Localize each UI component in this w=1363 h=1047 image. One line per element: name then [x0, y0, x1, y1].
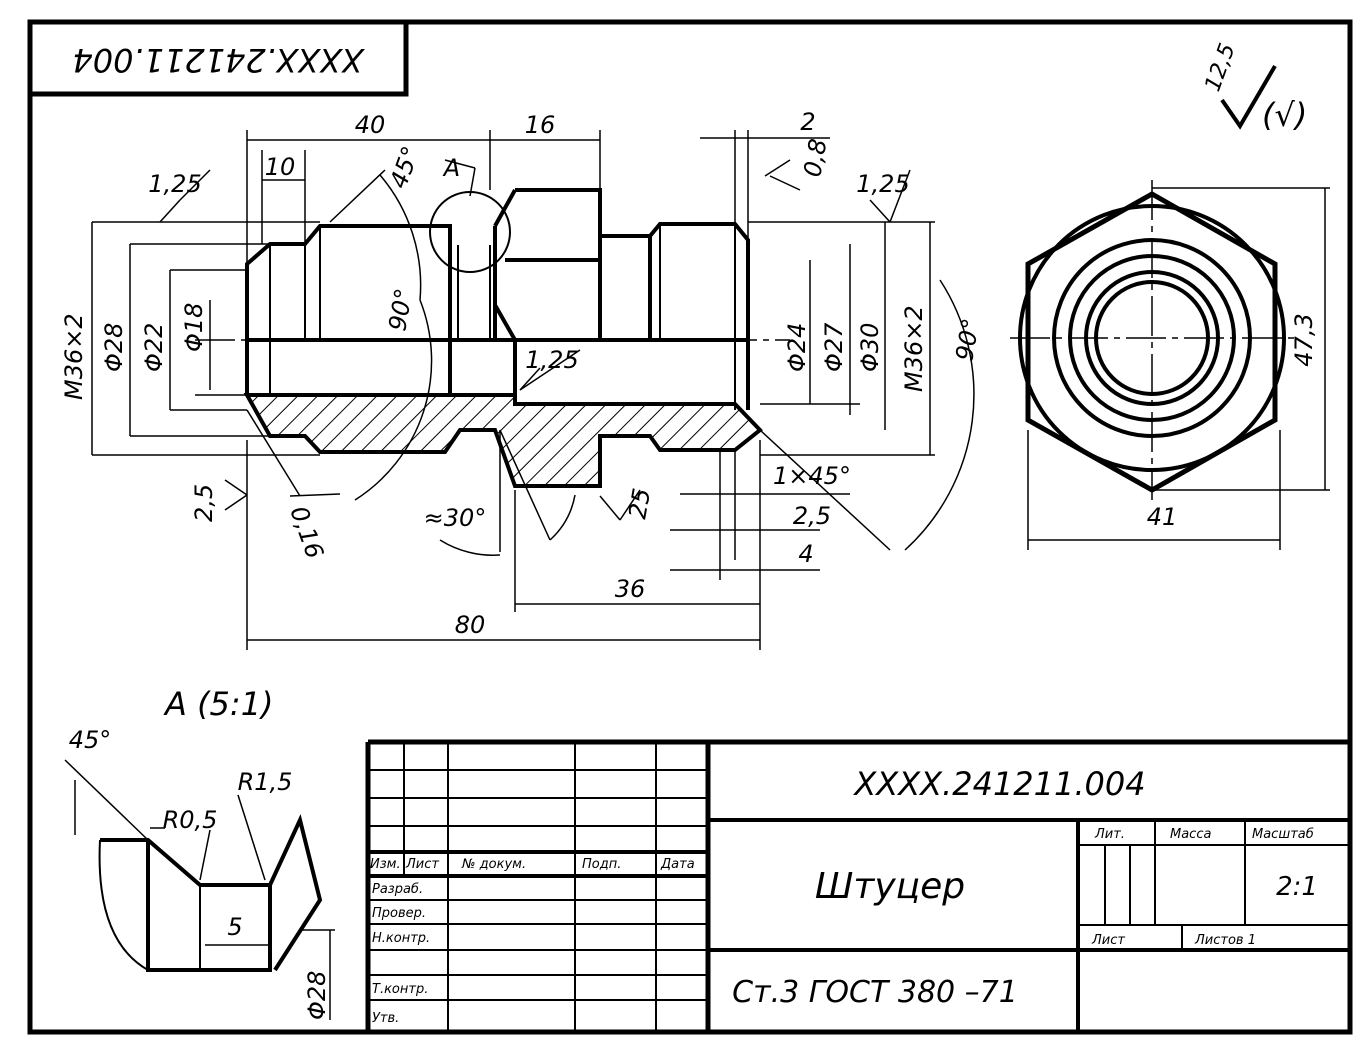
svg-text:M36×2: M36×2	[60, 313, 88, 400]
svg-text:4: 4	[798, 540, 813, 568]
svg-text:45°: 45°	[69, 726, 112, 754]
svg-text:1,25: 1,25	[856, 170, 909, 198]
svg-text:A (5:1): A (5:1)	[163, 685, 274, 723]
svg-text:Φ30: Φ30	[856, 323, 884, 372]
left-thread-outline	[245, 224, 452, 395]
svg-text:≈30°: ≈30°	[424, 504, 487, 532]
title-drawing-number: XXXX.241211.004	[852, 765, 1145, 803]
svg-text:47,3: 47,3	[1290, 313, 1318, 366]
svg-text:Разраб.: Разраб.	[372, 882, 423, 897]
svg-text:Подп.: Подп.	[582, 857, 621, 872]
svg-text:(√): (√)	[1262, 96, 1307, 134]
svg-text:Т.контр.: Т.контр.	[372, 982, 428, 997]
svg-text:Лист: Лист	[1091, 933, 1125, 948]
detail-a: A (5:1) 45° R0,5 R1,5 5 Φ28	[64, 685, 335, 1020]
top-drawing-number: XXXX.241211.004	[72, 41, 365, 79]
svg-text:Φ24: Φ24	[783, 323, 811, 372]
svg-text:Масса: Масса	[1170, 827, 1211, 842]
right-thread-outline	[648, 222, 750, 410]
svg-text:№ докум.: № докум.	[461, 857, 526, 872]
svg-text:Утв.: Утв.	[372, 1011, 399, 1026]
svg-text:A: A	[442, 154, 460, 182]
svg-text:2: 2	[800, 108, 815, 136]
svg-text:12,5: 12,5	[1200, 40, 1240, 95]
svg-text:2,5: 2,5	[793, 502, 831, 530]
svg-text:5: 5	[227, 913, 242, 941]
hex-section	[493, 188, 602, 342]
svg-text:10: 10	[265, 153, 296, 181]
svg-text:Φ28: Φ28	[303, 971, 331, 1020]
svg-text:2:1: 2:1	[1276, 872, 1318, 902]
svg-text:Φ18: Φ18	[180, 303, 208, 352]
svg-text:0,16: 0,16	[284, 502, 329, 562]
svg-text:Лист: Лист	[405, 857, 439, 872]
svg-text:Лит.: Лит.	[1094, 827, 1125, 842]
svg-text:1×45°: 1×45°	[773, 462, 851, 490]
svg-text:90°: 90°	[950, 316, 985, 363]
svg-text:Листов 1: Листов 1	[1194, 933, 1256, 948]
svg-text:90°: 90°	[383, 286, 418, 333]
top-number-box: XXXX.241211.004	[27, 19, 409, 97]
dimension-texts: 40 10 16 2 1,25 1,25 1,25 45° A 0,8 90° …	[60, 108, 985, 639]
svg-text:Φ28: Φ28	[100, 323, 128, 372]
svg-text:Φ27: Φ27	[820, 322, 848, 372]
svg-text:41: 41	[1147, 503, 1178, 531]
neck	[600, 234, 652, 340]
detail-a-marker	[429, 191, 511, 273]
svg-text:M36×2: M36×2	[900, 305, 928, 392]
title-block: XXXX.241211.004 Штуцер Ст.3 ГОСТ 380 –71…	[365, 739, 1350, 1032]
svg-text:Провер.: Провер.	[372, 906, 426, 921]
part-name: Штуцер	[815, 866, 965, 907]
svg-text:25: 25	[623, 486, 656, 521]
hatched-section	[243, 393, 763, 488]
sheet-frame	[27, 19, 1353, 1035]
svg-text:Дата: Дата	[660, 857, 695, 872]
svg-text:R1,5: R1,5	[238, 768, 293, 796]
svg-text:16: 16	[525, 111, 556, 139]
svg-text:1,25: 1,25	[148, 170, 201, 198]
svg-text:2,5: 2,5	[190, 484, 218, 522]
svg-text:Н.контр.: Н.контр.	[372, 931, 430, 946]
svg-text:1,25: 1,25	[525, 346, 578, 374]
svg-text:Масштаб: Масштаб	[1252, 827, 1314, 842]
svg-text:40: 40	[355, 111, 386, 139]
material: Ст.3 ГОСТ 380 –71	[732, 975, 1018, 1010]
side-view: 41 47,3	[1010, 180, 1330, 550]
svg-text:R0,5: R0,5	[163, 806, 218, 834]
svg-text:80: 80	[455, 611, 486, 639]
svg-text:Φ22: Φ22	[140, 323, 168, 372]
main-view: 40 10 16 2 1,25 1,25 1,25 45° A 0,8 90° …	[60, 108, 985, 650]
roughness-symbol: 12,5 (√)	[1200, 40, 1307, 134]
svg-text:36: 36	[615, 575, 646, 603]
svg-text:45°: 45°	[384, 142, 425, 192]
svg-text:Изм.: Изм.	[370, 857, 401, 872]
svg-text:0,8: 0,8	[798, 137, 832, 179]
dimension-lines	[91, 130, 975, 650]
